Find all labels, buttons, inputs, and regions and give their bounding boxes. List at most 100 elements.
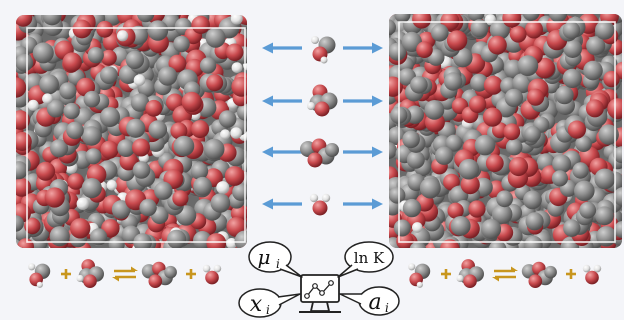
atom [389, 142, 397, 159]
atom [216, 181, 230, 195]
plus-icon [186, 269, 196, 279]
atom [582, 264, 591, 273]
atom [181, 91, 202, 112]
atom [232, 183, 247, 201]
atom [231, 76, 247, 97]
atom [409, 241, 427, 248]
atom [154, 181, 173, 200]
atom [551, 170, 569, 187]
atom [16, 161, 28, 180]
atom [173, 35, 190, 53]
atom [111, 200, 131, 219]
atom [66, 121, 84, 140]
atom [210, 193, 231, 213]
atom [27, 99, 39, 111]
atom [443, 173, 460, 191]
atom [575, 135, 592, 152]
atom [117, 139, 135, 158]
atom [463, 274, 477, 289]
left-simulation-box [16, 15, 247, 248]
atom [307, 102, 315, 110]
atom [572, 162, 589, 179]
atom [389, 19, 396, 36]
atom [76, 274, 84, 283]
atom [583, 60, 603, 81]
atom [309, 193, 319, 203]
atom [63, 102, 80, 120]
atom [224, 166, 245, 186]
x-bubble: x i [238, 288, 301, 318]
atom [504, 88, 524, 108]
atom [85, 148, 102, 165]
atom [311, 36, 319, 44]
atom [585, 270, 599, 285]
atom [544, 265, 557, 279]
atom [456, 274, 464, 283]
atom [594, 168, 616, 190]
atom [226, 238, 238, 248]
atom [485, 154, 504, 173]
atom [36, 161, 56, 181]
atom [106, 180, 118, 191]
atom [474, 134, 496, 156]
atom [205, 270, 219, 285]
water-molecule [309, 193, 331, 216]
atom [16, 77, 27, 98]
atom [502, 14, 522, 28]
atom [312, 200, 328, 216]
atom [28, 263, 36, 271]
right-molecules [389, 14, 622, 248]
atom [76, 197, 90, 210]
atom [225, 43, 244, 62]
atom [173, 135, 195, 157]
atom [613, 146, 622, 164]
atom [389, 187, 406, 204]
atom [133, 74, 146, 86]
methanol-molecule [311, 36, 336, 64]
atom [524, 235, 543, 248]
atom [148, 120, 168, 139]
atom [167, 229, 187, 248]
right-arrow-icon [372, 42, 383, 54]
left-arrow-icon [262, 95, 273, 107]
atom [320, 56, 328, 64]
atom [36, 281, 43, 288]
atom [206, 233, 227, 248]
atom [147, 20, 169, 41]
atom [525, 20, 543, 39]
atom [50, 139, 69, 158]
atom [528, 274, 543, 289]
ester-molecule [521, 261, 557, 289]
plus-icon [61, 269, 71, 279]
lnk-label: ln K [354, 249, 385, 267]
atom [483, 75, 503, 95]
atom [447, 202, 464, 219]
x-subscript: i [266, 303, 270, 317]
atom [508, 156, 529, 177]
atom [148, 274, 163, 289]
atom [62, 52, 82, 72]
x-label: x [250, 292, 263, 317]
mu-label: μ [258, 245, 271, 269]
atom [100, 107, 120, 127]
atom [603, 70, 620, 88]
atom [593, 264, 602, 273]
atom [563, 39, 582, 58]
atom [406, 150, 425, 169]
atom [218, 110, 237, 128]
atom [83, 90, 101, 108]
atom [431, 24, 449, 42]
atom [402, 198, 422, 218]
equilibrium-icon [112, 266, 138, 282]
right-arrow-icon [372, 95, 383, 107]
atom [562, 68, 582, 89]
atom [460, 175, 480, 195]
atom [213, 264, 222, 273]
atom [446, 30, 468, 51]
atom [108, 236, 125, 248]
atom [393, 219, 411, 237]
atom [563, 219, 581, 237]
atom [42, 15, 62, 26]
atom [444, 72, 463, 91]
atom [412, 222, 423, 233]
